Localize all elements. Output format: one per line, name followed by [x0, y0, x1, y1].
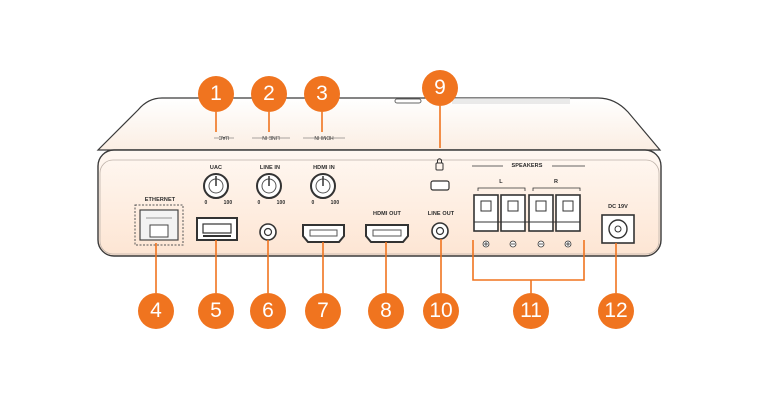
- callout-6: 6: [250, 293, 286, 329]
- line-out-label: LINE OUT: [427, 211, 455, 217]
- kensington-lock: [430, 158, 450, 191]
- line-out-jack: [431, 222, 449, 240]
- line-in-jack: [259, 223, 277, 241]
- speaker-polarity-marks: [482, 240, 572, 248]
- uac-min-label: 0: [204, 200, 208, 206]
- line-in-min-label: 0: [257, 200, 261, 206]
- hdmi-in-top-label: HDMI IN: [314, 134, 334, 140]
- hdmi-in-port: [302, 224, 345, 243]
- device-top-surface: [96, 97, 662, 151]
- uac-top-label: UAC: [218, 134, 230, 140]
- callout-7: 7: [305, 293, 341, 329]
- callout-4: 4: [138, 293, 174, 329]
- ethernet-label: ETHERNET: [144, 197, 176, 203]
- ethernet-port: [134, 204, 184, 246]
- speaker-left-label: L: [499, 179, 503, 185]
- hdmi-in-max-label: 100: [330, 200, 340, 206]
- uac-max-label: 100: [223, 200, 233, 206]
- line-in-label: LINE IN: [259, 165, 281, 171]
- callout-9: 9: [422, 70, 458, 106]
- rear-panel-inner: [99, 159, 660, 255]
- callout-leaders: [155, 239, 617, 293]
- callout-10: 10: [423, 293, 459, 329]
- speakers-label: SPEAKERS: [511, 163, 543, 169]
- uac-knob: [203, 173, 229, 199]
- hdmi-in-min-label: 0: [311, 200, 315, 206]
- usb-port: [196, 217, 238, 241]
- callout-8: 8: [368, 293, 404, 329]
- top-logo: [452, 98, 570, 104]
- dc-power-jack: [601, 214, 635, 244]
- uac-label: UAC: [209, 165, 223, 171]
- hdmi-in-knob: [310, 173, 336, 199]
- hdmi-out-label: HDMI OUT: [373, 211, 401, 217]
- speakers-label-lines: [472, 165, 585, 191]
- speaker-terminals: [473, 194, 581, 232]
- dc-label: DC 19V: [608, 204, 628, 210]
- callout-3: 3: [304, 76, 340, 112]
- top-vent: [394, 98, 422, 104]
- callout-12: 12: [598, 293, 634, 329]
- hdmi-out-port: [365, 224, 409, 243]
- callout-1: 1: [198, 76, 234, 112]
- line-in-knob: [256, 173, 282, 199]
- callout-2: 2: [251, 76, 287, 112]
- callout-5: 5: [198, 293, 234, 329]
- line-in-top-label: LINE IN: [262, 134, 280, 140]
- hdmi-in-label: HDMI IN: [313, 165, 335, 171]
- callout-11: 11: [513, 293, 549, 329]
- speaker-right-label: R: [553, 179, 559, 185]
- line-in-max-label: 100: [276, 200, 286, 206]
